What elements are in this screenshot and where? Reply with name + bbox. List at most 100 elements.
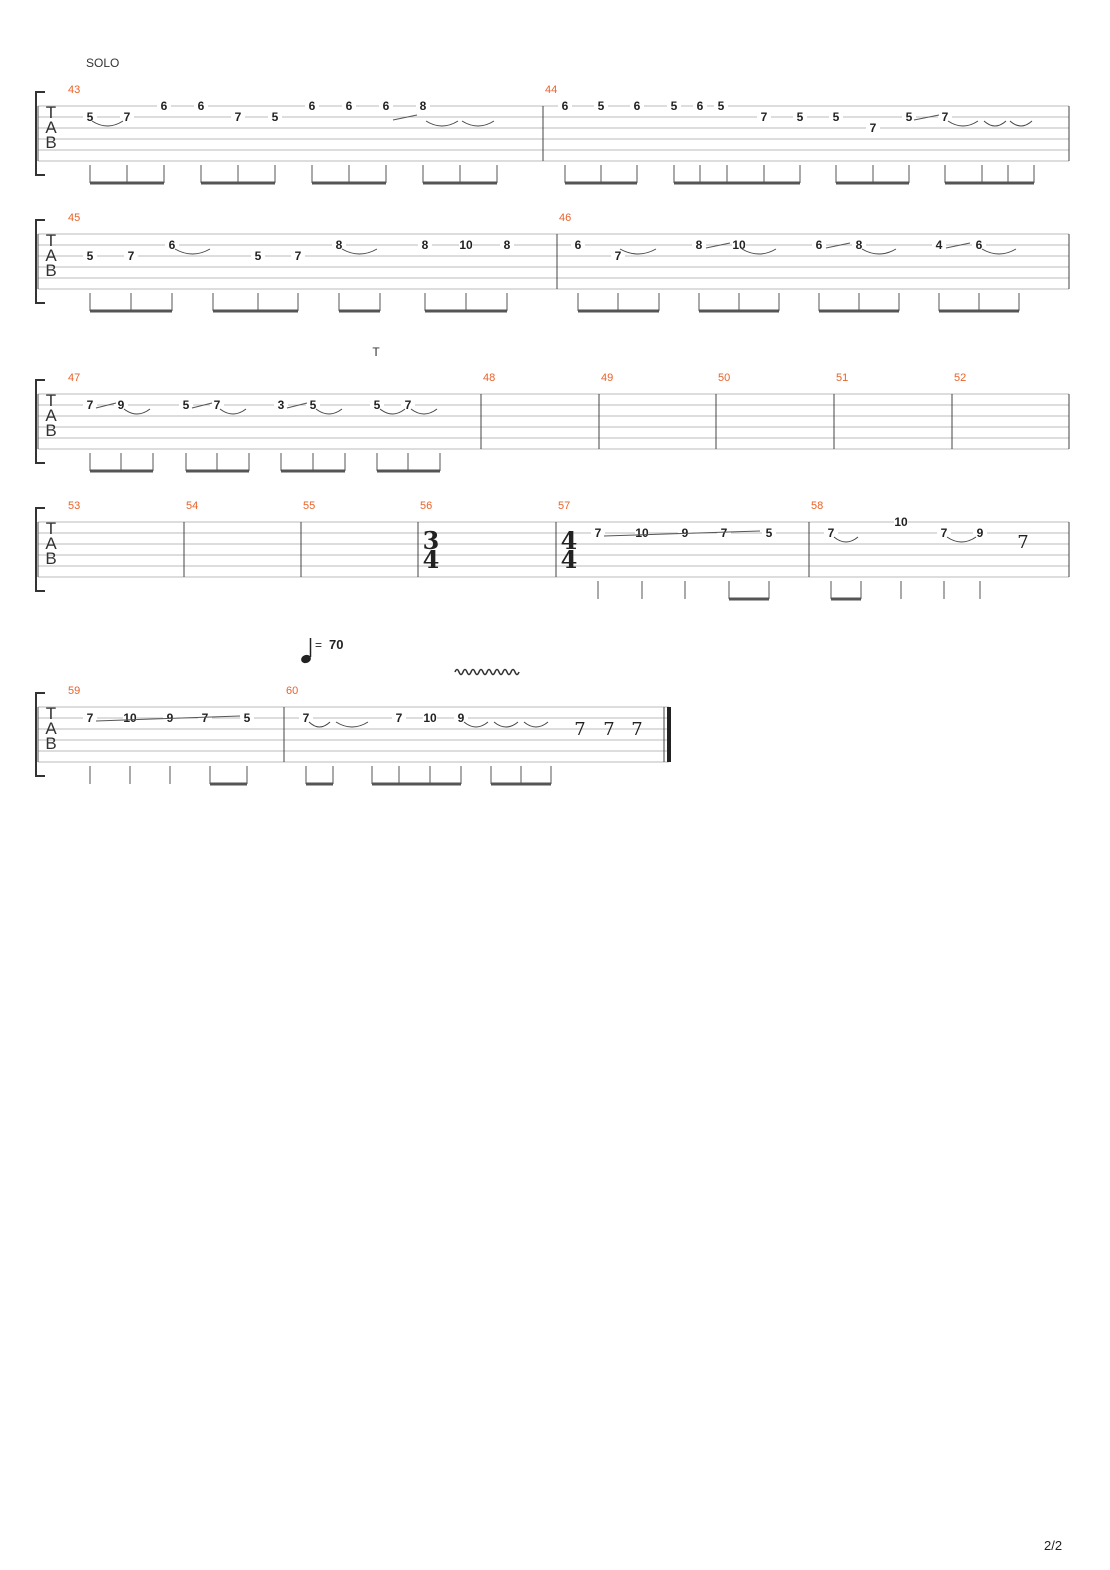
fret-number: 7	[87, 398, 94, 412]
fret-number: 5	[87, 110, 94, 124]
fret-background	[306, 399, 320, 411]
fret-background	[635, 527, 649, 539]
fret-number: 10	[894, 515, 908, 529]
fret-background	[692, 239, 706, 251]
measure-number: 43	[68, 84, 80, 96]
vibrato-mark	[454, 668, 520, 676]
fret-background	[305, 100, 319, 112]
fret-number: 10	[732, 238, 746, 252]
fret-background	[459, 239, 473, 251]
fret-background	[693, 100, 707, 112]
measure-number: 57	[558, 500, 570, 512]
tab-clef-letter: B	[45, 549, 56, 568]
tie-arc	[308, 721, 331, 728]
fret-background	[379, 100, 393, 112]
rest-symbol: 7	[631, 719, 642, 740]
tie-arc	[174, 248, 211, 255]
fret-background	[824, 527, 838, 539]
fret-number: 7	[202, 711, 209, 725]
slide-line	[825, 242, 851, 249]
fret-number: 9	[118, 398, 125, 412]
fret-number: 5	[766, 526, 773, 540]
measure-number: 46	[559, 212, 571, 224]
slide-line	[945, 242, 971, 249]
fret-background	[594, 100, 608, 112]
fret-background	[793, 111, 807, 123]
measure-number: 54	[186, 500, 198, 512]
fret-background	[268, 111, 282, 123]
tab-clef-letter: A	[45, 406, 57, 425]
tie-arc	[861, 248, 897, 255]
tab-clef-letter: T	[46, 704, 56, 723]
tie-arc	[946, 536, 977, 543]
rest-symbol: 7	[603, 719, 614, 740]
tie-arc	[341, 248, 378, 255]
tie-arc	[315, 408, 343, 415]
fret-background	[972, 239, 986, 251]
tab-clef-letter: B	[45, 133, 56, 152]
fret-number: 5	[797, 110, 804, 124]
fret-number: 5	[671, 99, 678, 113]
fret-background	[198, 712, 212, 724]
tie-arc	[379, 408, 406, 415]
fret-background	[291, 250, 305, 262]
measure-number: 49	[601, 372, 613, 384]
rest-symbol: 7	[574, 719, 585, 740]
slide-line	[286, 402, 308, 409]
measure-number: 55	[303, 500, 315, 512]
fret-background	[392, 712, 406, 724]
fret-background	[829, 111, 843, 123]
fret-background	[423, 712, 437, 724]
slide-line	[95, 402, 117, 409]
fret-background	[611, 250, 625, 262]
tie-arc	[461, 120, 495, 127]
slide-line	[95, 715, 241, 722]
fret-background	[717, 527, 731, 539]
tie-arc	[463, 721, 489, 728]
system-bracket	[35, 507, 45, 592]
tie-arc	[493, 721, 519, 728]
tie-arc	[410, 408, 438, 415]
fret-number: 5	[833, 110, 840, 124]
fret-background	[932, 239, 946, 251]
fret-number: 5	[374, 398, 381, 412]
fret-number: 6	[976, 238, 983, 252]
fret-number: 10	[123, 711, 137, 725]
tie-arc	[523, 721, 549, 728]
measure-number: 58	[811, 500, 823, 512]
fret-number: 7	[295, 249, 302, 263]
time-signature-bottom: 4	[423, 545, 440, 574]
fret-number: 7	[761, 110, 768, 124]
fret-number: 7	[235, 110, 242, 124]
time-signature-bottom: 4	[561, 545, 578, 574]
tab-clef-letter: B	[45, 421, 56, 440]
fret-background	[418, 239, 432, 251]
fret-number: 5	[906, 110, 913, 124]
system-bracket	[35, 91, 45, 176]
fret-background	[591, 527, 605, 539]
fret-number: 7	[615, 249, 622, 263]
tab-clef-letter: T	[46, 391, 56, 410]
fret-number: 6	[169, 238, 176, 252]
fret-number: 9	[458, 711, 465, 725]
fret-background	[123, 712, 137, 724]
fret-background	[370, 399, 384, 411]
fret-number: 7	[396, 711, 403, 725]
tie-arc	[981, 248, 1017, 255]
system-bracket	[35, 219, 45, 304]
fret-number: 8	[696, 238, 703, 252]
rest-symbol: 7	[1017, 532, 1028, 553]
fret-number: 5	[255, 249, 262, 263]
fret-number: 10	[459, 238, 473, 252]
fret-number: 7	[303, 711, 310, 725]
measure-number: 44	[545, 84, 557, 96]
fret-number: 5	[183, 398, 190, 412]
fret-background	[401, 399, 415, 411]
measure-number: 59	[68, 685, 80, 697]
fret-number: 6	[161, 99, 168, 113]
text-mark: T	[372, 345, 380, 359]
fret-number: 7	[721, 526, 728, 540]
tab-clef-letter: T	[46, 103, 56, 122]
fret-background	[454, 712, 468, 724]
measure-number: 56	[420, 500, 432, 512]
